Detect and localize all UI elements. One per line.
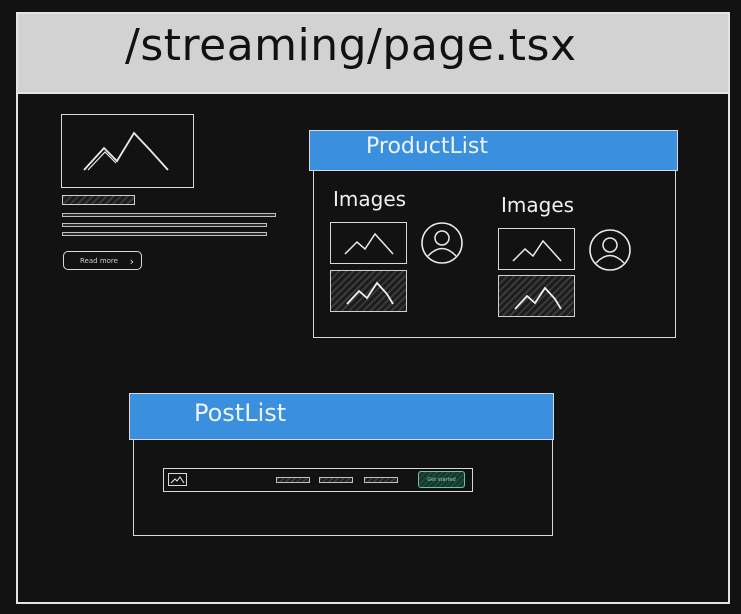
get-started-button[interactable]: Get started xyxy=(418,471,465,488)
card-text-line xyxy=(62,213,276,217)
product-list-header xyxy=(309,130,678,171)
product-list-label: ProductList xyxy=(366,134,488,159)
post-nav-placeholder xyxy=(276,477,310,483)
mountain-icon xyxy=(514,286,562,310)
images-label: Images xyxy=(333,187,407,211)
mountain-icon xyxy=(346,281,394,305)
chevron-right-icon: › xyxy=(129,255,134,268)
card-text-line xyxy=(62,223,267,227)
title-bar xyxy=(18,14,728,94)
card-title-placeholder xyxy=(62,195,135,205)
read-more-label: Read more xyxy=(80,256,118,265)
product-image-placeholder xyxy=(330,270,407,312)
card-image xyxy=(61,114,194,188)
card-text-line xyxy=(62,232,267,236)
avatar xyxy=(588,228,632,272)
post-list-header xyxy=(129,393,554,440)
user-icon xyxy=(589,229,631,271)
post-nav-placeholder xyxy=(364,477,398,483)
mountain-icon xyxy=(512,239,562,262)
page-frame xyxy=(16,12,730,604)
page-title: /streaming/page.tsx xyxy=(125,20,577,71)
avatar xyxy=(420,221,464,265)
post-list-label: PostList xyxy=(194,399,287,427)
post-thumbnail xyxy=(168,473,187,486)
images-label: Images xyxy=(501,193,575,217)
product-image xyxy=(498,228,575,270)
post-nav-placeholder xyxy=(319,477,353,483)
mountain-icon xyxy=(344,232,394,255)
post-row xyxy=(163,468,473,492)
product-image xyxy=(330,222,407,264)
read-more-button[interactable]: Read more › xyxy=(63,251,142,270)
mountain-icon xyxy=(83,131,169,171)
user-icon xyxy=(421,222,463,264)
product-image-placeholder xyxy=(498,275,575,317)
mountain-icon xyxy=(170,476,185,484)
